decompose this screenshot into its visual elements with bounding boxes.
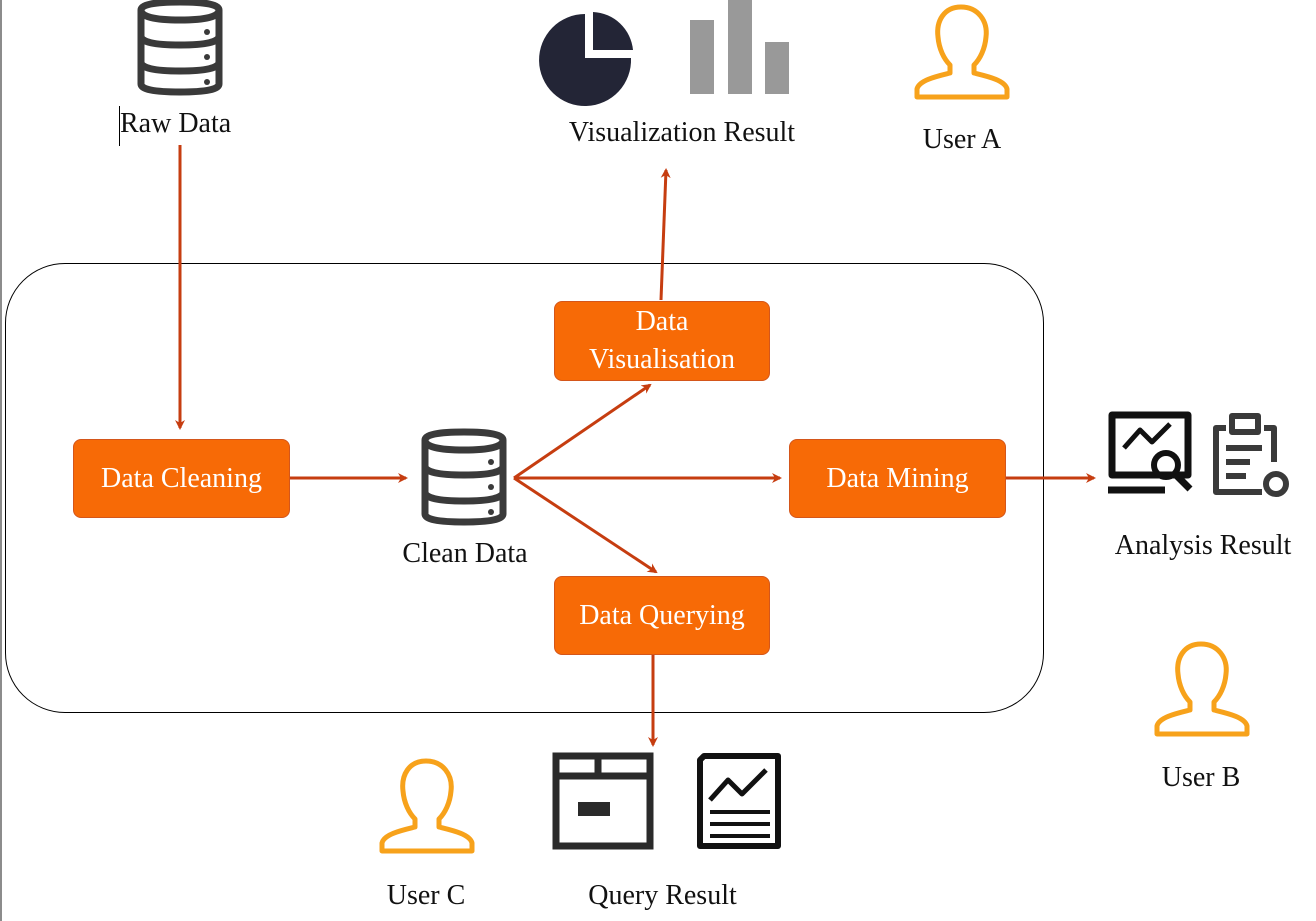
arrow-visualisation-to-result: [659, 168, 671, 301]
pie-chart-icon: [539, 12, 633, 106]
left-edge-line: [0, 0, 2, 921]
user-b-label: User B: [1161, 762, 1241, 793]
text-cursor: [119, 106, 120, 146]
table-window-icon: [552, 752, 654, 850]
bar-chart-icon: [690, 0, 789, 94]
data-mining-label: Data Mining: [826, 462, 969, 494]
arrow-clean-to-visualisation: [513, 383, 652, 480]
report-chart-icon: [697, 753, 781, 849]
processing-boundary: [5, 263, 1044, 713]
arrow-clean-to-querying: [513, 476, 658, 574]
user-c-label: User C: [386, 880, 466, 911]
data-mining-box: Data Mining: [789, 439, 1006, 518]
data-visualisation-label-line2: Visualisation: [588, 344, 736, 375]
user-a-label: User A: [922, 124, 1002, 155]
user-icon: [379, 758, 475, 854]
data-querying-box: Data Querying: [554, 576, 770, 655]
clean-data-label: Clean Data: [402, 538, 528, 569]
database-icon: [421, 428, 507, 526]
data-cleaning-label: Data Cleaning: [101, 462, 262, 494]
data-querying-label: Data Querying: [579, 599, 745, 631]
connectors: [175, 145, 1096, 747]
user-icon: [1154, 641, 1250, 737]
data-visualisation-label-line1: Data: [635, 306, 689, 337]
data-visualisation-box: Data Visualisation: [554, 301, 770, 381]
visualization-result-label: Visualization Result: [568, 117, 796, 148]
raw-data-label: Raw Data: [120, 108, 232, 139]
user-icon: [914, 4, 1010, 100]
database-icon: [137, 0, 223, 96]
data-cleaning-box: Data Cleaning: [73, 439, 290, 518]
query-result-label: Query Result: [588, 880, 737, 911]
analysis-result-label: Analysis Result: [1114, 530, 1292, 561]
clipboard-icon: [1213, 413, 1289, 497]
monitor-search-icon: [1108, 411, 1193, 494]
